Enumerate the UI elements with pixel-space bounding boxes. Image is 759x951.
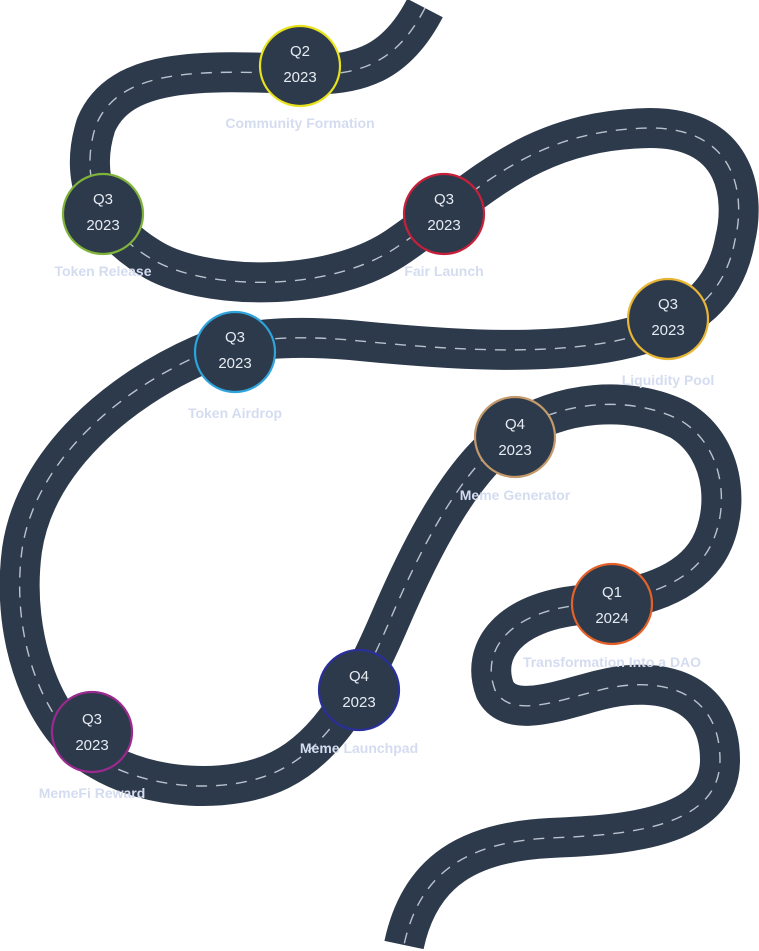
milestone-label: Meme Generator: [460, 487, 571, 503]
milestone-year: 2023: [342, 694, 375, 711]
milestone-year: 2023: [498, 442, 531, 459]
milestone-community-formation: Q2 2023 Community Formation: [225, 24, 375, 131]
milestone-quarter: Q2: [290, 43, 310, 60]
milestone-quarter: Q3: [658, 296, 678, 313]
milestone-ring: [50, 690, 134, 774]
milestone-ring: [402, 172, 486, 256]
milestone-meme-launchpad: Q4 2023 Meme Launchpad: [300, 648, 418, 756]
milestone-year: 2023: [651, 322, 684, 339]
milestone-label: Meme Launchpad: [300, 740, 418, 756]
milestone-year: 2023: [283, 69, 316, 86]
milestone-quarter: Q4: [349, 668, 369, 685]
milestone-ring: [473, 395, 557, 479]
milestone-token-release: Q3 2023 Token Release: [54, 172, 152, 279]
milestone-label: MemeFi Reward: [39, 785, 146, 801]
milestone-label: Fair Launch: [404, 263, 483, 279]
milestone-quarter: Q3: [82, 711, 102, 728]
milestone-quarter: Q3: [225, 329, 245, 346]
milestone-ring: [193, 310, 277, 394]
milestone-fair-launch: Q3 2023 Fair Launch: [402, 172, 486, 279]
milestone-year: 2023: [427, 217, 460, 234]
milestone-ring: [258, 24, 342, 108]
milestone-label: Token Airdrop: [188, 405, 282, 421]
milestone-quarter: Q3: [93, 191, 113, 208]
milestone-transformation-dao: Q1 2024 Transformation Into a DAO: [523, 562, 701, 670]
road-center-line: [18, 7, 740, 946]
milestone-year: 2023: [218, 355, 251, 372]
milestone-year: 2023: [86, 217, 119, 234]
milestone-memefi-reward: Q3 2023 MemeFi Reward: [39, 690, 146, 801]
milestone-meme-generator: Q4 2023 Meme Generator: [460, 395, 571, 503]
milestone-quarter: Q3: [434, 191, 454, 208]
milestone-ring: [317, 648, 401, 732]
milestone-ring: [626, 277, 710, 361]
milestone-label: Community Formation: [225, 115, 374, 131]
milestone-year: 2024: [595, 610, 628, 627]
milestone-quarter: Q4: [505, 416, 525, 433]
milestone-ring: [570, 562, 654, 646]
milestone-liquidity-pool: Q3 2023 Liquidity Pool: [622, 277, 715, 388]
milestone-label: Liquidity Pool: [622, 372, 715, 388]
milestone-year: 2023: [75, 737, 108, 754]
milestone-ring: [61, 172, 145, 256]
milestone-label: Token Release: [54, 263, 151, 279]
milestone-label: Transformation Into a DAO: [523, 654, 701, 670]
milestone-quarter: Q1: [602, 584, 622, 601]
milestone-token-airdrop: Q3 2023 Token Airdrop: [188, 310, 282, 421]
